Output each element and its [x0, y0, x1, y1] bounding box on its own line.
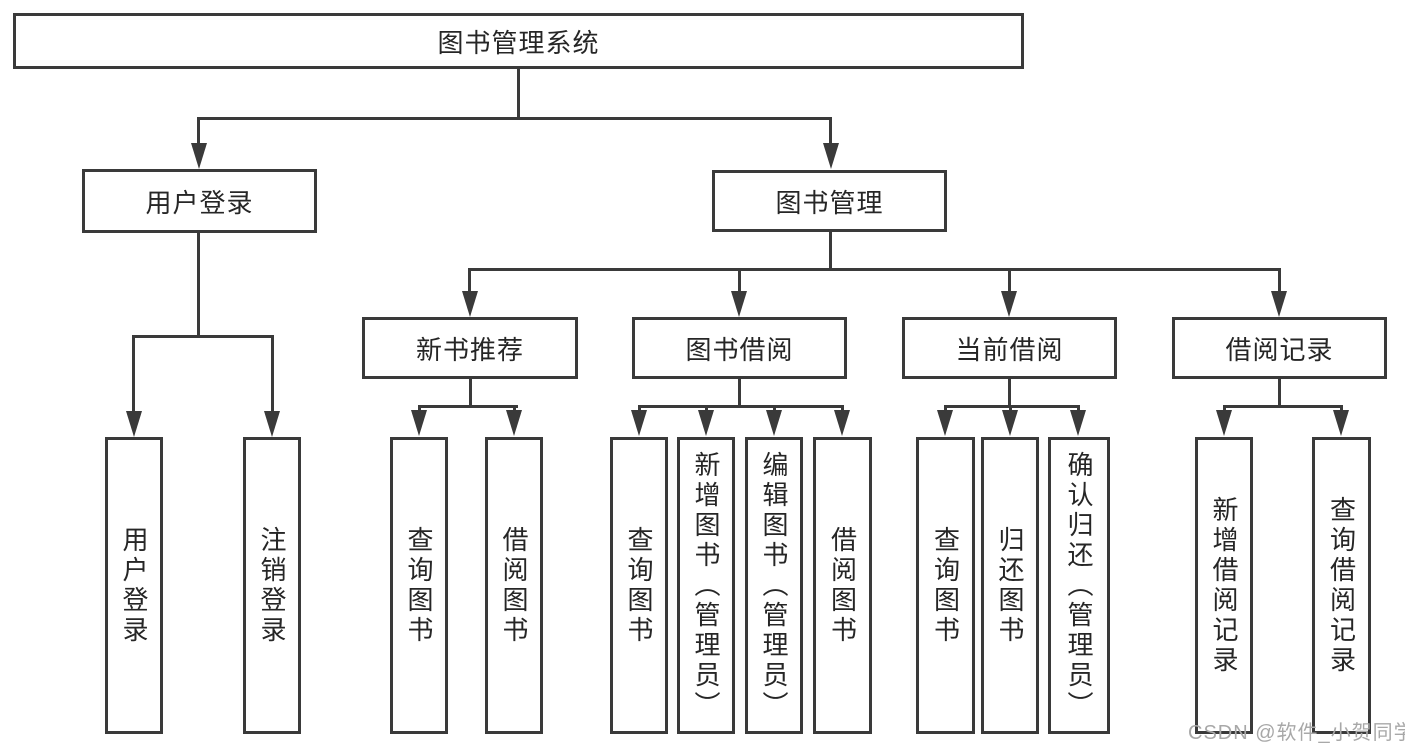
- leaf-edit-books-admin: 编辑图书（管理员）: [745, 437, 803, 734]
- leaf-query-books-2: 查询图书: [610, 437, 668, 734]
- leaf-borrow-books-2: 借阅图书: [813, 437, 872, 734]
- node-borrowing-records: 借阅记录: [1172, 317, 1387, 379]
- connector-user-login-bus: [132, 335, 274, 338]
- connector-leaf-drop: [841, 405, 844, 413]
- arrow-down-icon: [1333, 410, 1349, 436]
- connector-leaf-drop: [944, 405, 947, 413]
- connector-drop-current-borrow: [1008, 271, 1011, 293]
- arrow-down-icon: [264, 411, 280, 437]
- connector-drop-book-borrow: [738, 271, 741, 293]
- arrow-down-icon: [1001, 291, 1017, 317]
- connector-user-login-stem: [197, 233, 200, 337]
- arrow-down-icon: [506, 410, 522, 436]
- connector-drop-new-book: [468, 271, 471, 293]
- connector-current-borrow-bus: [944, 405, 1080, 408]
- connector-level2-bus: [468, 268, 1281, 271]
- leaf-confirm-return-admin: 确认归还（管理员）: [1048, 437, 1110, 734]
- connector-leaf-drop: [1077, 405, 1080, 413]
- connector-drop-user-login: [197, 120, 200, 146]
- arrow-down-icon: [834, 410, 850, 436]
- leaf-add-borrow-record: 新增借阅记录: [1195, 437, 1253, 734]
- connector-current-borrow-stem: [1008, 379, 1011, 407]
- connector-leaf-drop: [773, 405, 776, 413]
- connector-new-book-bus: [418, 405, 518, 408]
- node-book-management: 图书管理: [712, 170, 947, 232]
- connector-level1-bus: [197, 117, 832, 120]
- node-new-book-recommendation: 新书推荐: [362, 317, 578, 379]
- leaf-query-borrow-record: 查询借阅记录: [1312, 437, 1371, 734]
- arrow-down-icon: [698, 410, 714, 436]
- csdn-watermark: CSDN @软件_小贺同学: [1188, 722, 1405, 744]
- connector-borrow-records-stem: [1278, 379, 1281, 407]
- connector-leaf-drop: [513, 405, 516, 413]
- arrow-down-icon: [937, 410, 953, 436]
- arrow-down-icon: [823, 143, 839, 169]
- connector-drop-leaf-user-login: [132, 338, 135, 412]
- arrow-down-icon: [1002, 410, 1018, 436]
- connector-leaf-drop: [1009, 405, 1012, 413]
- arrow-down-icon: [1070, 410, 1086, 436]
- leaf-return-books: 归还图书: [981, 437, 1039, 734]
- connector-leaf-drop: [638, 405, 641, 413]
- connector-root-stem: [517, 69, 520, 117]
- connector-book-borrow-bus: [638, 405, 843, 408]
- connector-leaf-drop: [418, 405, 421, 413]
- node-user-login: 用户登录: [82, 169, 317, 233]
- connector-leaf-drop: [705, 405, 708, 413]
- connector-leaf-drop: [1223, 405, 1226, 413]
- leaf-logout: 注销登录: [243, 437, 301, 734]
- connector-book-borrow-stem: [738, 379, 741, 407]
- arrow-down-icon: [766, 410, 782, 436]
- connector-leaf-drop: [1340, 405, 1343, 413]
- arrow-down-icon: [126, 411, 142, 437]
- connector-drop-leaf-logout: [271, 338, 274, 412]
- arrow-down-icon: [191, 143, 207, 169]
- connector-drop-borrow-records: [1278, 271, 1281, 293]
- leaf-query-books-1: 查询图书: [390, 437, 448, 734]
- arrow-down-icon: [731, 291, 747, 317]
- node-library-management-system: 图书管理系统: [13, 13, 1024, 69]
- connector-drop-book-management: [829, 120, 832, 146]
- arrow-down-icon: [462, 291, 478, 317]
- arrow-down-icon: [411, 410, 427, 436]
- connector-book-management-stem: [829, 232, 832, 270]
- node-book-borrowing: 图书借阅: [632, 317, 847, 379]
- arrow-down-icon: [1271, 291, 1287, 317]
- leaf-query-books-3: 查询图书: [916, 437, 975, 734]
- leaf-add-books-admin: 新增图书（管理员）: [677, 437, 735, 734]
- node-current-borrowing: 当前借阅: [902, 317, 1117, 379]
- arrow-down-icon: [1216, 410, 1232, 436]
- leaf-user-login: 用户登录: [105, 437, 163, 734]
- connector-new-book-stem: [469, 379, 472, 407]
- arrow-down-icon: [631, 410, 647, 436]
- leaf-borrow-books-1: 借阅图书: [485, 437, 543, 734]
- connector-borrow-records-bus: [1223, 405, 1342, 408]
